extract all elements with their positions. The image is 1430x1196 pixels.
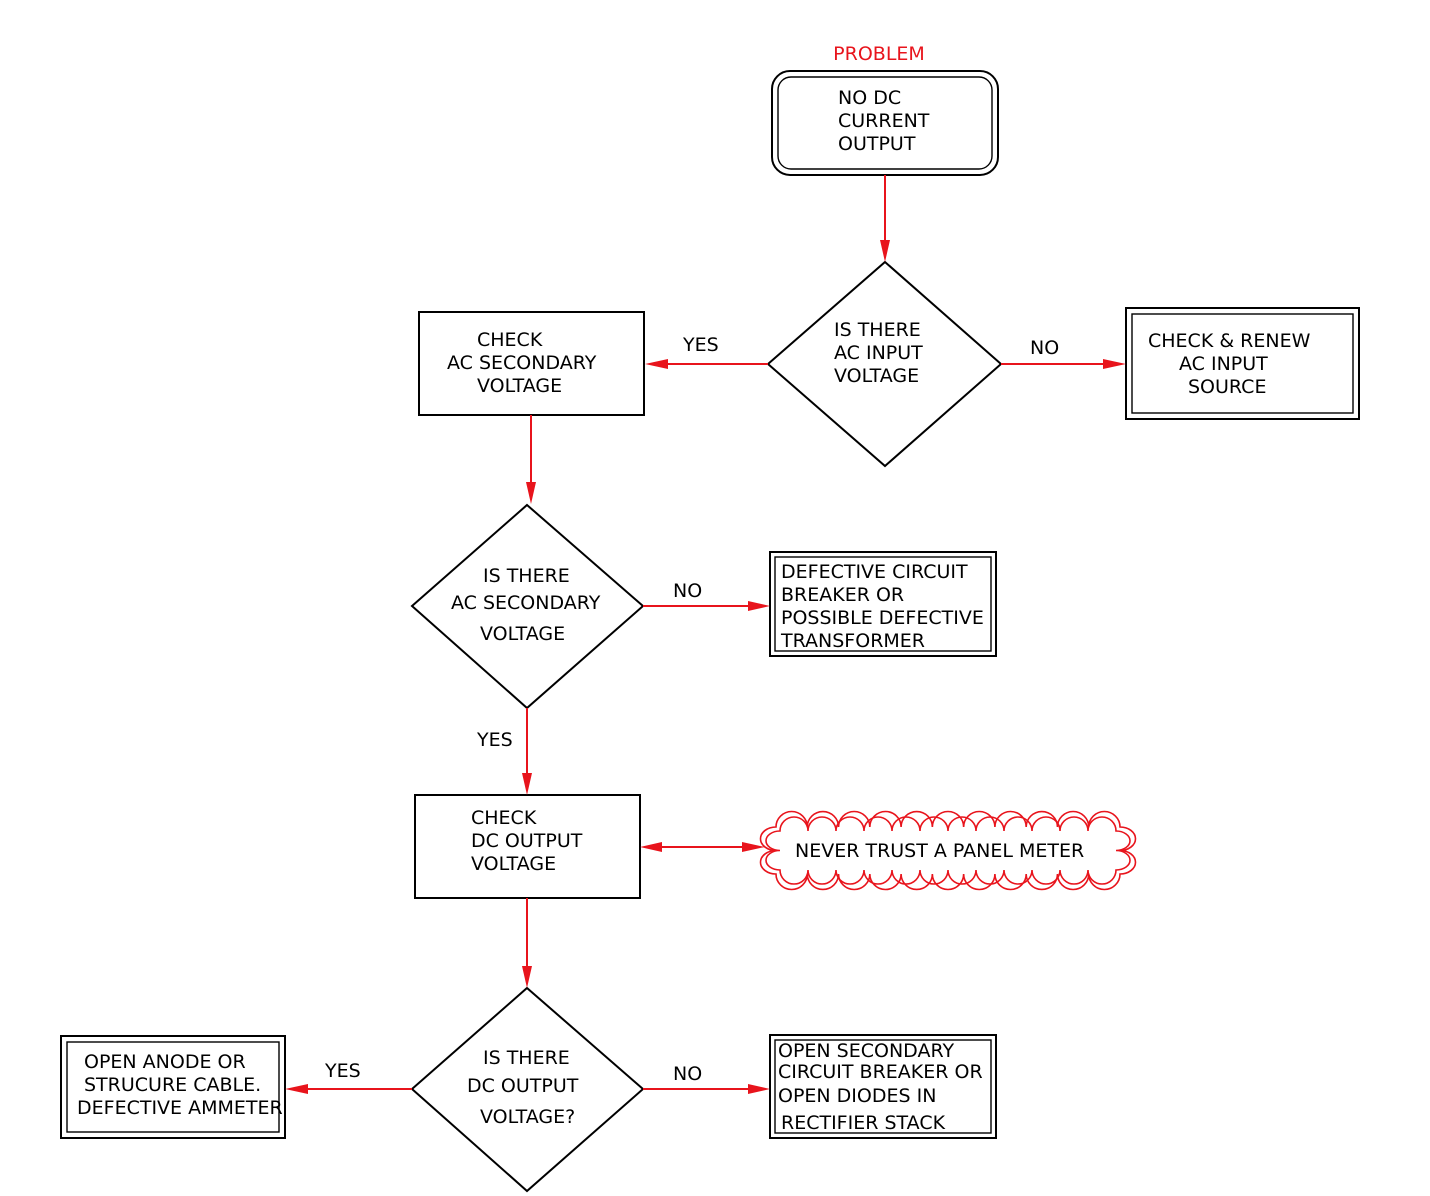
arrowhead-dc-output-no: [748, 1084, 770, 1094]
check-ac-secondary-line-1: CHECK: [477, 329, 543, 351]
defective-breaker-line-4: TRANSFORMER: [780, 630, 925, 652]
check-dc-output-box: CHECK DC OUTPUT VOLTAGE: [414, 794, 641, 899]
arrowhead-start-to-ac-input: [880, 240, 890, 262]
decision-ac-input-line-3: VOLTAGE: [834, 365, 919, 387]
arrowhead-ac-secondary-yes: [522, 773, 532, 795]
edge-label-ac-secondary-yes: YES: [476, 729, 513, 751]
check-ac-secondary-line-3: VOLTAGE: [477, 375, 562, 397]
edge-label-ac-input-yes: YES: [682, 334, 719, 356]
decision-dc-output-line-1: IS THERE: [483, 1047, 570, 1069]
edge-label-dc-output-no: NO: [673, 1063, 702, 1085]
open-secondary-box: OPEN SECONDARY CIRCUIT BREAKER OR OPEN D…: [769, 1034, 997, 1139]
arrowhead-ac-input-no: [1103, 359, 1126, 369]
edge-label-dc-output-yes: YES: [324, 1060, 361, 1082]
start-node-line-2: CURRENT: [838, 110, 930, 132]
open-anode-line-1: OPEN ANODE OR: [84, 1051, 246, 1073]
open-anode-box: OPEN ANODE OR STRUCURE CABLE. DEFECTIVE …: [60, 1035, 286, 1139]
decision-dc-output-line-3: VOLTAGE?: [480, 1106, 575, 1128]
check-dc-output-line-1: CHECK: [471, 807, 537, 829]
decision-ac-input: IS THERE AC INPUT VOLTAGE: [766, 260, 1003, 468]
open-secondary-line-1: OPEN SECONDARY: [778, 1040, 954, 1062]
decision-ac-secondary-line-1: IS THERE: [483, 565, 570, 587]
open-secondary-line-4: RECTIFIER STACK: [781, 1112, 946, 1134]
edge-label-ac-input-no: NO: [1030, 337, 1059, 359]
never-trust-text: NEVER TRUST A PANEL METER: [795, 840, 1084, 862]
check-ac-secondary-line-2: AC SECONDARY: [447, 352, 597, 374]
arrowhead-ac-secondary-no: [748, 601, 770, 611]
decision-ac-input-line-2: AC INPUT: [834, 342, 923, 364]
renew-ac-input-line-2: AC INPUT: [1179, 353, 1268, 375]
decision-dc-output: IS THERE DC OUTPUT VOLTAGE?: [410, 986, 645, 1193]
open-anode-line-2: STRUCURE CABLE.: [84, 1074, 261, 1096]
renew-ac-input-line-3: SOURCE: [1188, 376, 1266, 398]
check-ac-secondary-box: CHECK AC SECONDARY VOLTAGE: [418, 311, 645, 416]
problem-label: PROBLEM: [833, 43, 925, 65]
open-secondary-line-2: CIRCUIT BREAKER OR: [778, 1061, 983, 1083]
edge-label-ac-secondary-no: NO: [673, 580, 702, 602]
arrowhead-check-ac-to-decision: [526, 482, 536, 504]
never-trust-cloud: NEVER TRUST A PANEL METER: [759, 810, 1137, 891]
check-dc-output-line-3: VOLTAGE: [471, 853, 556, 875]
arrowhead-check-dc-left: [640, 842, 662, 852]
defective-breaker-line-2: BREAKER OR: [781, 584, 904, 606]
arrowhead-ac-input-yes: [645, 359, 668, 369]
arrowhead-dc-output-yes: [285, 1084, 308, 1094]
open-anode-line-3: DEFECTIVE AMMETER: [77, 1097, 283, 1119]
arrowhead-cloud-right: [742, 842, 765, 852]
start-node-line-3: OUTPUT: [838, 133, 916, 155]
open-secondary-line-3: OPEN DIODES IN: [778, 1085, 936, 1107]
decision-ac-input-line-1: IS THERE: [834, 319, 921, 341]
arrowhead-check-dc-to-decision: [522, 966, 532, 988]
decision-ac-secondary: IS THERE AC SECONDARY VOLTAGE: [410, 503, 645, 710]
renew-ac-input-line-1: CHECK & RENEW: [1148, 330, 1311, 352]
start-node-line-1: NO DC: [838, 87, 901, 109]
decision-dc-output-line-2: DC OUTPUT: [467, 1075, 579, 1097]
renew-ac-input-box: CHECK & RENEW AC INPUT SOURCE: [1125, 307, 1360, 420]
defective-breaker-line-1: DEFECTIVE CIRCUIT: [781, 561, 968, 583]
flow-arrows: [285, 175, 1126, 1094]
decision-ac-secondary-line-2: AC SECONDARY: [451, 592, 601, 614]
start-node: NO DC CURRENT OUTPUT: [771, 70, 999, 176]
defective-breaker-line-3: POSSIBLE DEFECTIVE: [781, 607, 984, 629]
defective-breaker-box: DEFECTIVE CIRCUIT BREAKER OR POSSIBLE DE…: [769, 551, 997, 657]
decision-ac-secondary-line-3: VOLTAGE: [480, 623, 565, 645]
check-dc-output-line-2: DC OUTPUT: [471, 830, 583, 852]
